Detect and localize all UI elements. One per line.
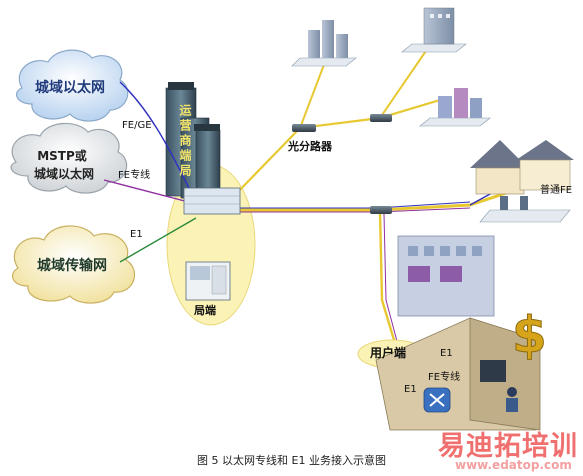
link-label-fe-common: 普通FE [540, 183, 572, 196]
building-mid-right [419, 88, 491, 127]
link-label-e1-left: E1 [130, 229, 143, 240]
link-label-fe-ge: FE/GE [122, 120, 152, 131]
building-top-left [291, 20, 357, 67]
cloud-metro-ethernet [15, 49, 129, 122]
splitter-router-2 [370, 114, 392, 122]
splitter-router-3 [370, 206, 392, 214]
figure-caption: 图 5 以太网专线和 E1 业务接入示意图 [197, 454, 386, 467]
watermark-brand: 易迪拓培训 [438, 431, 578, 462]
central-office-rack [183, 187, 241, 301]
link-label-fe-private-left: FE专线 [118, 168, 150, 181]
cloud-label-metro: 城域以太网 [35, 79, 105, 96]
cloud-label-mstp-line2: 城域以太网 [34, 166, 94, 181]
splitter-router-1 [292, 124, 316, 132]
cloud-mstp [10, 122, 128, 194]
link-label-fe-private-user: FE专线 [428, 370, 460, 383]
link-label-e1-user2: E1 [404, 384, 417, 395]
house-common-fe [470, 140, 574, 223]
user-end-label: 用户端 [369, 345, 406, 360]
operator-label: 运营商端局 [178, 104, 192, 179]
svg-text:$: $ [512, 306, 547, 364]
central-office-label: 局端 [193, 303, 216, 317]
building-top-right [401, 7, 467, 53]
splitter-label: 光分路器 [287, 139, 333, 153]
user-end-building [357, 235, 541, 431]
operator-building [165, 82, 221, 201]
link-label-e1-user: E1 [440, 348, 453, 359]
dollar-icon: $ [512, 306, 548, 365]
cloud-label-transport: 城域传输网 [37, 257, 107, 274]
watermark-url: www.edatop.com [455, 458, 572, 472]
cloud-label-mstp-line1: MSTP或 [37, 148, 87, 163]
cloud-transport [11, 225, 136, 304]
